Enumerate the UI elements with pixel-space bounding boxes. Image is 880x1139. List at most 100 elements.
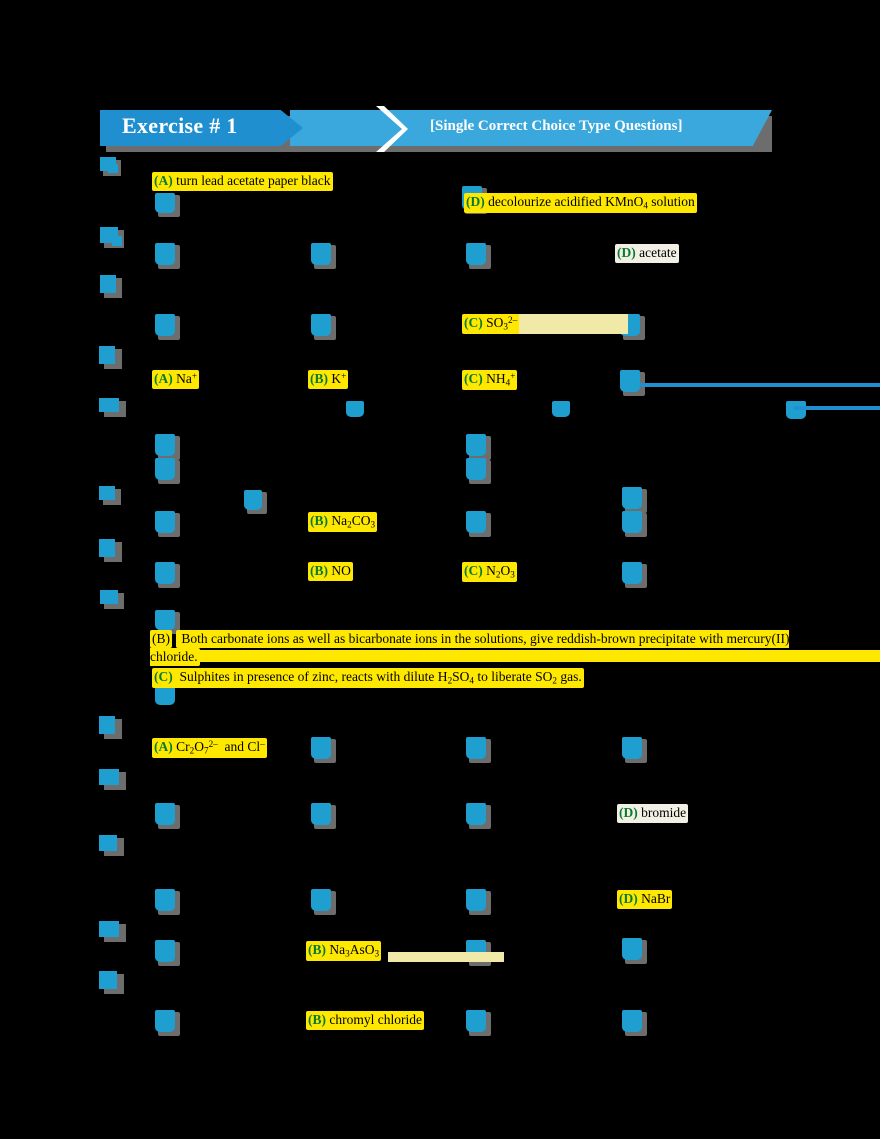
gutter-marker — [100, 275, 116, 293]
option-marker — [622, 487, 642, 509]
option-text: Both carbonate ions as well as bicarbona… — [150, 630, 790, 666]
page-title: Exercise # 1 — [122, 113, 238, 138]
gutter-marker — [99, 835, 117, 851]
option-marker — [466, 1010, 486, 1032]
option-d-row11[interactable]: (D) bromide — [617, 804, 689, 823]
option-text: decolourize acidified KMnO4 solution — [488, 194, 695, 211]
option-b-row14[interactable]: (B) chromyl chloride — [306, 1011, 424, 1030]
option-marker — [622, 1010, 642, 1032]
option-letter: (C) — [464, 563, 483, 578]
option-marker — [155, 434, 175, 456]
option-marker — [311, 889, 331, 911]
option-marker — [552, 401, 570, 417]
gutter-marker — [100, 590, 118, 604]
option-letter: (D) — [466, 194, 485, 209]
option-text: K+ — [331, 371, 347, 386]
option-marker — [311, 314, 331, 336]
option-marker — [155, 458, 175, 480]
option-marker — [466, 737, 486, 759]
option-letter: (C) — [154, 669, 173, 684]
option-text: bromide — [641, 805, 687, 820]
option-letter: (D) — [619, 805, 638, 820]
pale-highlight-bar — [518, 314, 628, 334]
option-marker — [311, 243, 331, 265]
option-marker — [620, 370, 640, 392]
option-marker — [155, 511, 175, 533]
option-marker — [466, 889, 486, 911]
option-marker — [155, 687, 175, 705]
gutter-marker — [99, 486, 115, 500]
option-text: chromyl chloride — [329, 1012, 422, 1027]
banner-right-plate — [290, 110, 772, 146]
option-marker — [155, 803, 175, 825]
option-b-row5[interactable]: (B) K+ — [308, 370, 349, 389]
option-text: Sulphites in presence of zinc, reacts wi… — [176, 669, 582, 686]
banner-subtitle: [Single Correct Choice Type Questions] — [430, 118, 683, 134]
option-letter: (A) — [154, 371, 173, 386]
pale-highlight-bar — [388, 952, 504, 962]
option-marker — [155, 193, 175, 213]
option-marker — [466, 458, 486, 480]
option-marker — [622, 737, 642, 759]
option-marker — [622, 562, 642, 584]
option-text: NO — [331, 563, 351, 578]
gutter-marker — [99, 398, 119, 412]
gutter-marker — [99, 971, 117, 989]
option-d-row2[interactable]: (D) decolourize acidified KMnO4 solution — [464, 193, 697, 213]
option-letter: (D) — [617, 245, 636, 260]
option-a-row1[interactable]: (A) turn lead acetate paper black — [152, 172, 333, 191]
gutter-marker — [99, 539, 115, 557]
gutter-marker — [99, 769, 119, 785]
option-b-row13[interactable]: (B) Na3AsO3 — [306, 941, 382, 961]
option-marker — [155, 889, 175, 911]
option-marker — [466, 243, 486, 265]
option-marker — [346, 401, 364, 417]
option-d-row3[interactable]: (D) acetate — [615, 244, 679, 263]
option-a-row10[interactable]: (A) Cr2O72– and Cl– — [152, 738, 267, 758]
option-text: Na+ — [176, 371, 198, 386]
gutter-marker — [99, 716, 115, 734]
option-letter: (B) — [308, 1012, 326, 1027]
option-letter: (B) — [308, 942, 326, 957]
option-text: N2O3 — [486, 563, 515, 580]
yellow-highlight-bar — [150, 650, 880, 662]
option-marker — [155, 243, 175, 265]
option-marker — [786, 401, 806, 419]
option-letter: (A) — [154, 173, 173, 188]
option-a-row5[interactable]: (A) Na+ — [152, 370, 200, 389]
option-marker — [155, 610, 175, 630]
option-text: Cr2O72– and Cl– — [176, 739, 265, 756]
option-marker — [155, 940, 175, 962]
option-marker — [466, 803, 486, 825]
option-letter: (B) — [150, 630, 172, 648]
option-letter: (B) — [310, 563, 328, 578]
gutter-marker — [99, 921, 119, 937]
option-letter: (C) — [464, 315, 483, 330]
option-text: acetate — [639, 245, 677, 260]
gutter-marker — [108, 164, 118, 173]
option-c-statement[interactable]: (C) Sulphites in presence of zinc, react… — [152, 668, 584, 688]
gutter-marker — [99, 346, 115, 364]
option-b-row6[interactable]: (B) Na2CO3 — [308, 512, 378, 532]
chevron-right-icon — [372, 104, 408, 154]
option-b-statement[interactable]: (B) Both carbonate ions as well as bicar… — [150, 630, 818, 666]
option-text: SO32– — [486, 315, 518, 332]
option-marker — [311, 737, 331, 759]
option-letter: (D) — [619, 891, 638, 906]
option-marker — [244, 490, 262, 510]
option-letter: (A) — [154, 739, 173, 754]
option-c-row7[interactable]: (C) N2O3 — [462, 562, 517, 582]
option-c-row4[interactable]: (C) SO32– — [462, 314, 520, 334]
option-marker — [155, 314, 175, 336]
option-c-row5[interactable]: (C) NH4+ — [462, 370, 518, 390]
option-marker — [155, 1010, 175, 1032]
option-marker — [311, 803, 331, 825]
horizontal-rule — [640, 383, 880, 387]
gutter-marker — [112, 236, 122, 246]
option-marker — [466, 434, 486, 456]
option-d-row12[interactable]: (D) NaBr — [617, 890, 673, 909]
option-letter: (C) — [464, 371, 483, 386]
option-b-row7[interactable]: (B) NO — [308, 562, 353, 581]
horizontal-rule — [794, 406, 880, 410]
